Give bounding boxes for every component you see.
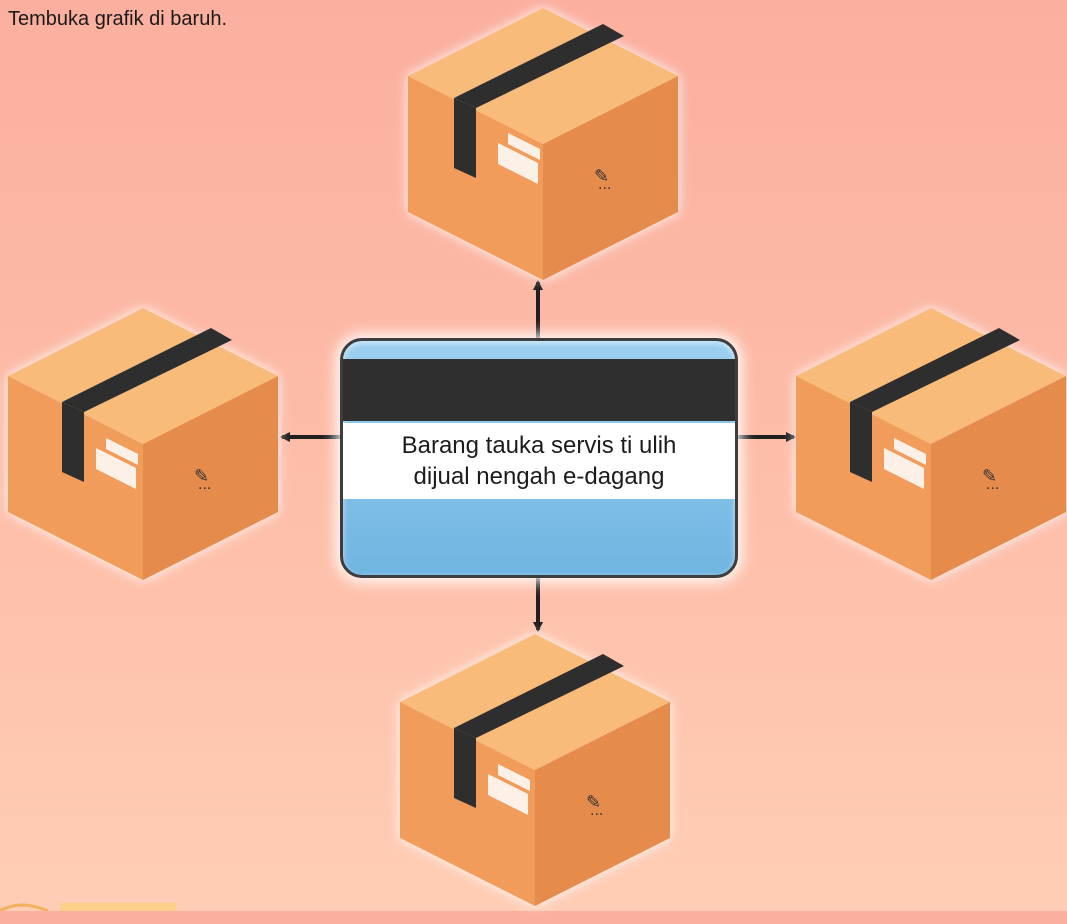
- corner-badge-icon: [0, 903, 176, 911]
- card-label: Barang tauka servis ti ulih dijual nenga…: [401, 432, 677, 490]
- box-top: ✎ ...: [408, 8, 678, 298]
- box-placeholder-icon: ✎: [594, 166, 610, 186]
- card-stripe: [343, 359, 735, 421]
- instruction-text: Tembuka grafik di baruh.: [8, 8, 228, 30]
- box-placeholder: ...: [986, 476, 1000, 493]
- center-card: Barang tauka servis ti ulih dijual nenga…: [340, 338, 738, 578]
- box-placeholder-icon: ✎: [586, 792, 602, 812]
- box-placeholder: ...: [590, 802, 604, 819]
- card-label-band: Barang tauka servis ti ulih dijual nenga…: [343, 423, 735, 499]
- box-placeholder-icon: ✎: [982, 466, 998, 486]
- box-placeholder-icon: ✎: [194, 466, 210, 486]
- box-left: ✎ ...: [8, 308, 278, 598]
- box-right: ✎ ...: [796, 308, 1066, 598]
- box-bottom: ✎ ...: [400, 634, 670, 924]
- box-placeholder: ...: [598, 176, 612, 193]
- box-placeholder: ...: [198, 476, 212, 493]
